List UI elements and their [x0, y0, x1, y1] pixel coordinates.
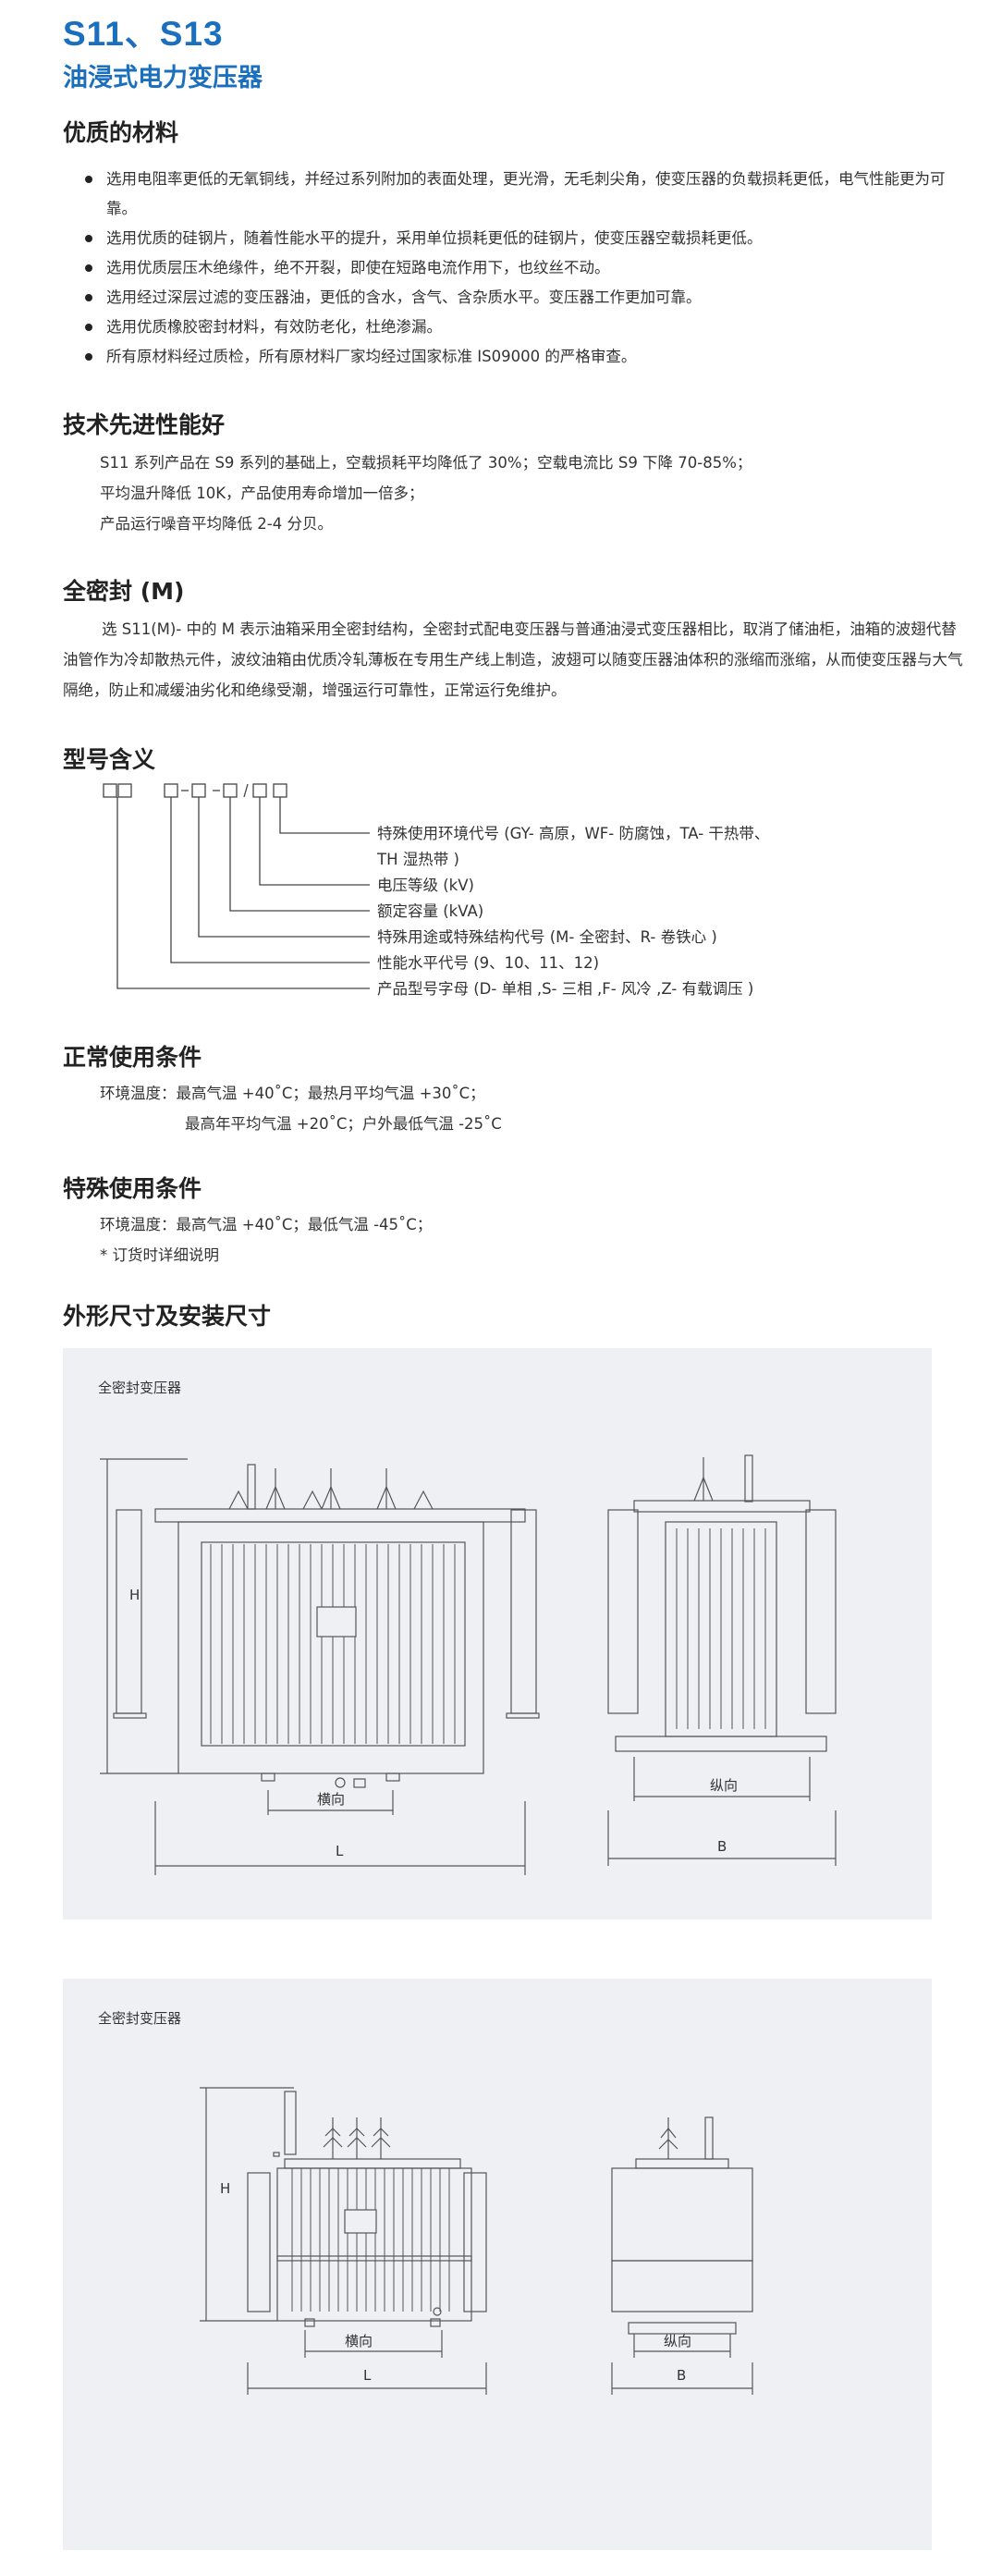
materials-item: 选用优质层压木绝缘件，绝不开裂，即使在短路电流作用下，也纹丝不动。	[85, 253, 966, 283]
materials-list: 选用电阻率更低的无氧铜线，并经过系列附加的表面处理，更光滑，无毛刺尖角，使变压器…	[85, 165, 966, 372]
tech-line-2: 平均温升降低 10K，产品使用寿命增加一倍多；	[100, 485, 424, 502]
model-item-environment-cont: TH 湿热带 )	[377, 851, 459, 868]
panel-1-drawing	[100, 1454, 837, 1875]
panel-1-side-dim: B	[717, 1838, 727, 1855]
panel-1-h-label: H	[129, 1587, 141, 1603]
model-code-diagram	[103, 783, 370, 989]
product-title: S11、S13	[63, 15, 224, 53]
section-heading-model: 型号含义	[63, 746, 156, 773]
model-item-capacity: 额定容量 (kVA)	[377, 902, 484, 920]
special-line-1: 环境温度：最高气温 +40˚C；最低气温 -45˚C；	[100, 1216, 433, 1233]
product-subtitle: 油浸式电力变压器	[63, 64, 263, 92]
panel-2-front-dim: L	[363, 2367, 372, 2384]
dimension-panel-1: 全密封变压器	[63, 1348, 932, 1920]
tech-line-1: S11 系列产品在 S9 系列的基础上，空载损耗平均降低了 30%；空载电流比 …	[100, 454, 752, 472]
normal-line-2: 最高年平均气温 +20˚C；户外最低气温 -25˚C	[185, 1115, 502, 1133]
normal-line-1: 环境温度：最高气温 +40˚C；最热月平均气温 +30˚C；	[100, 1085, 485, 1102]
panel-1-caption: 全密封变压器	[98, 1380, 182, 1396]
special-line-2: * 订货时详细说明	[100, 1246, 219, 1264]
model-item-environment: 特殊使用环境代号 (GY- 高原，WF- 防腐蚀，TA- 干热带、	[377, 825, 770, 842]
panel-2-side-direction: 纵向	[664, 2333, 692, 2349]
materials-item: 所有原材料经过质检，所有原材料厂家均经过国家标准 IS09000 的严格审查。	[85, 342, 966, 372]
sealed-text: 选 S11(M)- 中的 M 表示油箱采用全密封结构，全密封式配电变压器与普通油…	[63, 620, 963, 699]
panel-2-caption: 全密封变压器	[98, 2010, 182, 2027]
section-heading-dimensions: 外形尺寸及安装尺寸	[63, 1303, 272, 1330]
model-item-type-letters: 产品型号字母 (D- 单相 ,S- 三相 ,F- 风冷 ,Z- 有载调压 )	[377, 980, 754, 998]
model-item-performance: 性能水平代号 (9、10、11、12)	[377, 954, 600, 972]
materials-item: 选用优质橡胶密封材料，有效防老化，杜绝渗漏。	[85, 313, 966, 342]
model-item-structure: 特殊用途或特殊结构代号 (M- 全密封、R- 卷铁心 )	[377, 928, 717, 946]
panel-1-side-direction: 纵向	[710, 1777, 739, 1794]
panel-1-front-direction: 横向	[317, 1791, 346, 1808]
tech-line-3: 产品运行噪音平均降低 2-4 分贝。	[100, 515, 333, 533]
panel-2-front-direction: 横向	[345, 2333, 373, 2349]
panel-1-front-dim: L	[336, 1843, 344, 1859]
dimension-panel-2: 全密封变压器	[63, 1979, 932, 2550]
panel-2-side-dim: B	[677, 2367, 687, 2384]
materials-item: 选用电阻率更低的无氧铜线，并经过系列附加的表面处理，更光滑，无毛刺尖角，使变压器…	[85, 165, 966, 224]
model-item-voltage: 电压等级 (kV)	[377, 877, 474, 894]
section-heading-materials: 优质的材料	[63, 119, 179, 146]
materials-item: 选用优质的硅钢片，随着性能水平的提升，采用单位损耗更低的硅钢片，使变压器空载损耗…	[85, 224, 966, 253]
section-heading-special: 特殊使用条件	[63, 1175, 202, 1202]
panel-2-h-label: H	[220, 2180, 231, 2197]
panel-2-drawing	[200, 2087, 753, 2395]
section-heading-sealed: 全密封 (M)	[63, 578, 185, 605]
materials-item: 选用经过深层过滤的变压器油，更低的含水，含气、含杂质水平。变压器工作更加可靠。	[85, 283, 966, 313]
section-heading-tech: 技术先进性能好	[63, 411, 226, 438]
section-heading-normal: 正常使用条件	[63, 1044, 202, 1071]
